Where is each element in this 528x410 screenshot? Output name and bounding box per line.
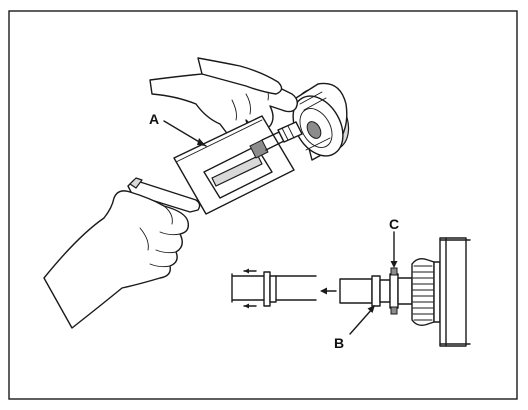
detail-shaft xyxy=(339,237,471,347)
arrowhead-c xyxy=(390,261,398,268)
pull-direction-arrowhead xyxy=(320,287,327,295)
label-b: B xyxy=(334,335,344,351)
leader-b xyxy=(349,307,374,335)
detail-sleeve xyxy=(231,268,317,309)
figure-frame xyxy=(8,10,518,400)
drum-flange xyxy=(292,82,350,161)
label-a: A xyxy=(149,111,159,127)
puller-tool xyxy=(173,115,303,215)
arrowhead-a xyxy=(197,138,206,146)
arrowhead-b xyxy=(367,305,375,313)
lower-hand xyxy=(43,177,201,329)
label-c: C xyxy=(389,216,399,232)
